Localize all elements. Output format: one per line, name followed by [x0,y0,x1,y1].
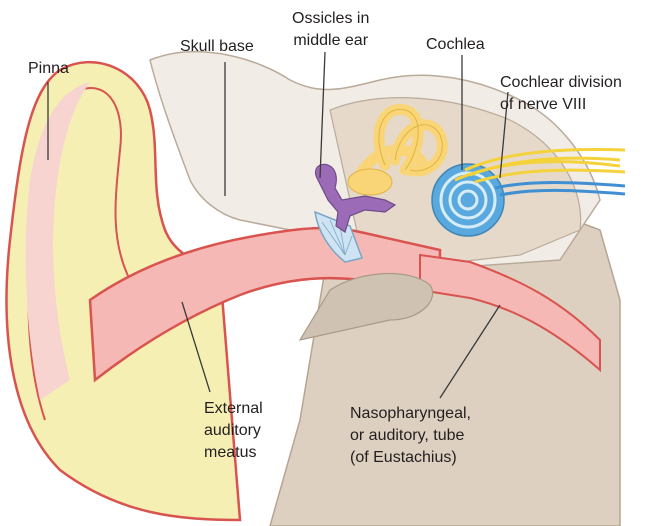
label-external-meatus: External auditory meatus [204,398,263,464]
label-nasopharyngeal-line-3: (of Eustachius) [350,447,471,469]
label-ossicles-line-2: middle ear [292,30,369,52]
label-pinna: Pinna [28,58,69,80]
label-cochlea-text: Cochlea [426,34,485,56]
label-nasopharyngeal-line-1: Nasopharyngeal, [350,403,471,425]
label-external-meatus-line-2: auditory [204,420,263,442]
label-cochlear-division-line-1: Cochlear division [500,72,622,94]
label-skull-base: Skull base [180,36,254,58]
label-ossicles-line-1: Ossicles in [292,8,369,30]
vestibule [348,169,392,195]
label-cochlear-division-line-2: of nerve VIII [500,94,622,116]
label-external-meatus-line-1: External [204,398,263,420]
label-cochlea: Cochlea [426,34,485,56]
label-pinna-text: Pinna [28,58,69,80]
label-external-meatus-line-3: meatus [204,442,263,464]
label-nasopharyngeal-line-2: or auditory, tube [350,425,471,447]
label-cochlear-division: Cochlear division of nerve VIII [500,72,622,116]
label-nasopharyngeal: Nasopharyngeal, or auditory, tube (of Eu… [350,403,471,469]
label-skull-base-text: Skull base [180,36,254,58]
label-ossicles: Ossicles in middle ear [292,8,369,52]
